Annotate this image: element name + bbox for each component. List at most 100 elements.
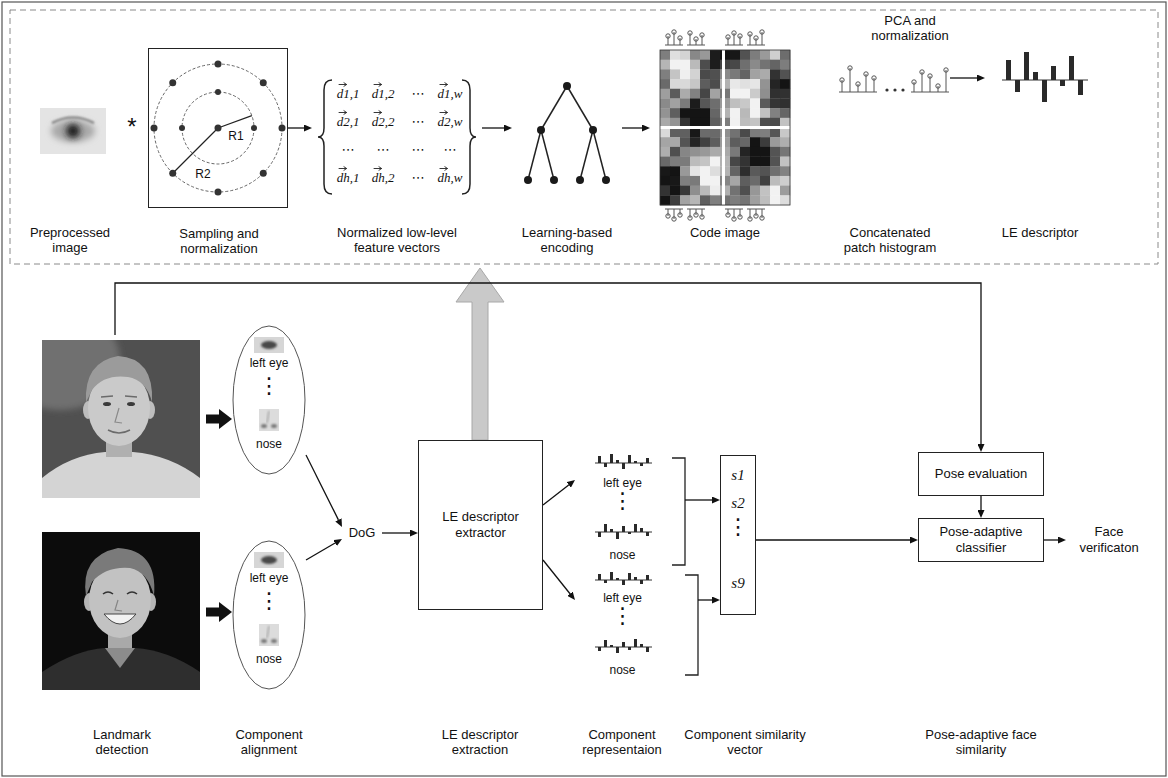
figure-shape — [680, 137, 690, 147]
figure-shape — [616, 647, 619, 653]
figure-shape — [710, 50, 720, 60]
text-slot: Code image — [650, 226, 800, 241]
figure-shape — [770, 157, 780, 167]
figure-shape — [680, 69, 690, 79]
flow-arrow — [980, 496, 981, 510]
vertical-ellipsis: ⋮ — [575, 605, 670, 627]
ellipse-outline — [233, 326, 305, 474]
figure-shape — [760, 60, 770, 70]
component-name: nose — [575, 663, 670, 677]
figure-shape — [740, 60, 750, 70]
label-slot: * — [122, 112, 142, 142]
vertical-ellipsis: ⋮ — [232, 375, 306, 397]
figure-shape — [680, 195, 690, 205]
figure-shape — [730, 89, 740, 99]
figure-shape — [604, 524, 607, 532]
eye-thumbnail — [261, 556, 277, 564]
figure-shape — [668, 209, 669, 216]
box-text: Face verificaton — [1070, 524, 1148, 557]
figure-shape — [700, 195, 710, 205]
figure-shape — [730, 157, 740, 167]
figure-shape — [66, 124, 80, 138]
box-text: DoG — [349, 525, 376, 541]
figure-shape — [173, 128, 218, 173]
figure-shape — [710, 186, 720, 196]
matrix-ellipsis: ⋯ — [412, 138, 425, 161]
figure-shape — [750, 157, 760, 167]
figure-shape — [640, 644, 643, 647]
figure-shape — [700, 157, 710, 167]
radius-label: R1 — [227, 129, 245, 143]
stage-caption: Code image — [650, 226, 800, 241]
figure-shape — [770, 79, 780, 89]
figure-shape — [1024, 52, 1029, 80]
vector-entry: dh,1 — [337, 166, 360, 189]
vector-entry: d2,w — [438, 110, 463, 133]
figure-shape — [576, 176, 584, 184]
figure-shape — [730, 69, 740, 79]
label-slot: R1 — [227, 129, 245, 143]
flow-arrow — [306, 455, 338, 520]
stage-caption: Preprocessed image — [22, 226, 118, 256]
text-slot: nose — [232, 437, 306, 451]
figure-shape — [740, 89, 750, 99]
figure-shape — [740, 108, 750, 118]
figure-shape — [260, 79, 267, 86]
le-descriptor-stage: LE descriptor — [985, 40, 1095, 260]
figure-shape — [760, 216, 764, 220]
figure-shape — [730, 147, 740, 157]
figure-shape — [700, 166, 710, 176]
figure-shape — [680, 108, 690, 118]
figure-shape — [738, 34, 742, 38]
figure-shape — [541, 130, 554, 180]
figure-shape — [946, 70, 947, 92]
figure-shape — [154, 64, 282, 192]
matrix-ellipsis: ⋯ — [412, 166, 425, 189]
figure-shape — [670, 186, 680, 196]
figure-shape — [670, 50, 680, 60]
figure-shape — [710, 157, 720, 167]
figure-shape — [103, 592, 137, 594]
figure-shape — [660, 176, 670, 186]
figure-shape — [740, 98, 750, 108]
figure-shape — [780, 195, 790, 205]
vector-entry: d1,2 — [372, 82, 395, 105]
figure-shape — [770, 89, 780, 99]
similarity-entry: s1 — [721, 466, 755, 484]
figure-shape — [901, 88, 904, 91]
figure-shape — [700, 147, 710, 157]
sampling-box: Sampling and normalization — [148, 48, 288, 208]
flow-arrow — [482, 127, 504, 128]
ellipse-outline — [233, 541, 305, 689]
figure-shape — [660, 195, 670, 205]
figure-shape — [688, 31, 692, 35]
text-slot: left eye — [575, 476, 670, 490]
figure-shape — [660, 157, 670, 167]
label-slot: Component similarity vector — [680, 728, 810, 758]
figure-shape — [678, 213, 682, 217]
figure-shape — [720, 176, 730, 186]
figure-shape — [115, 408, 122, 423]
stage-caption: Sampling and normalization — [164, 227, 274, 257]
figure-shape — [726, 213, 730, 217]
figure-shape — [537, 126, 545, 134]
figure-shape — [770, 186, 780, 196]
figure-shape — [710, 147, 720, 157]
figure-shape — [750, 186, 760, 196]
figure-shape — [670, 147, 680, 157]
figure-shape — [660, 79, 670, 89]
figure-shape — [938, 86, 939, 92]
figure-shape — [750, 147, 760, 157]
figure-shape — [840, 78, 844, 82]
figure-shape — [750, 209, 751, 219]
figure-shape — [694, 37, 698, 41]
vector-entry: d1,w — [438, 82, 463, 105]
figure-shape — [720, 60, 730, 70]
figure-shape — [670, 195, 680, 205]
figure-shape — [640, 580, 643, 584]
process-box: LE descriptor extractor — [418, 440, 543, 610]
flow-arrow — [1044, 539, 1058, 540]
figure-shape — [780, 147, 790, 157]
text-slot: s2 — [721, 494, 755, 512]
label-slot: d1,w — [433, 82, 467, 105]
